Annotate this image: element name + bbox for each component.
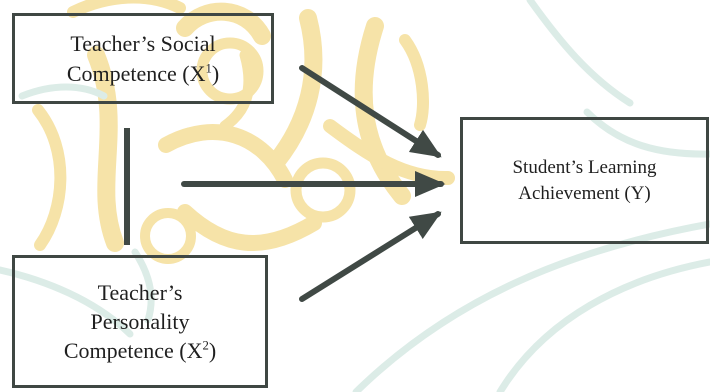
teacher-social-competence-line-2: Competence (X1) <box>67 59 219 88</box>
teacher-social-competence-box: Teacher’s Social Competence (X1) <box>12 13 274 104</box>
student-learning-achievement-box: Student’s Learning Achievement (Y) <box>460 117 709 244</box>
teacher-personality-competence-line-1: Teacher’s <box>97 279 183 305</box>
teacher-personality-competence-line-2: Personality <box>90 308 190 334</box>
teacher-personality-competence-prefix: Competence (X <box>63 338 203 364</box>
teacher-social-competence-suffix: ) <box>211 60 220 86</box>
x2-to-y-arrow <box>299 211 442 302</box>
teacher-social-competence-line-1: Teacher’s Social <box>70 31 216 57</box>
student-learning-achievement-line-1: Student’s Learning <box>512 157 657 179</box>
teacher-personality-competence-label: Teacher’s Personality Competence (X2) <box>64 278 216 365</box>
teacher-social-competence-superscript: 1 <box>205 61 212 76</box>
x1-to-y-arrow <box>299 65 442 158</box>
watermark-calligraphy <box>32 0 455 264</box>
teacher-personality-competence-superscript: 2 <box>202 338 209 353</box>
student-learning-achievement-line-2: Achievement (Y) <box>518 182 651 204</box>
teacher-social-competence-label: Teacher’s Social Competence (X1) <box>67 29 219 87</box>
teacher-personality-competence-suffix: ) <box>208 338 217 364</box>
student-learning-achievement-label: Student’s Learning Achievement (Y) <box>512 155 656 205</box>
teacher-personality-competence-box: Teacher’s Personality Competence (X2) <box>12 255 268 388</box>
teacher-social-competence-prefix: Competence (X <box>66 60 206 86</box>
teacher-personality-competence-line-3: Competence (X2) <box>64 336 216 365</box>
